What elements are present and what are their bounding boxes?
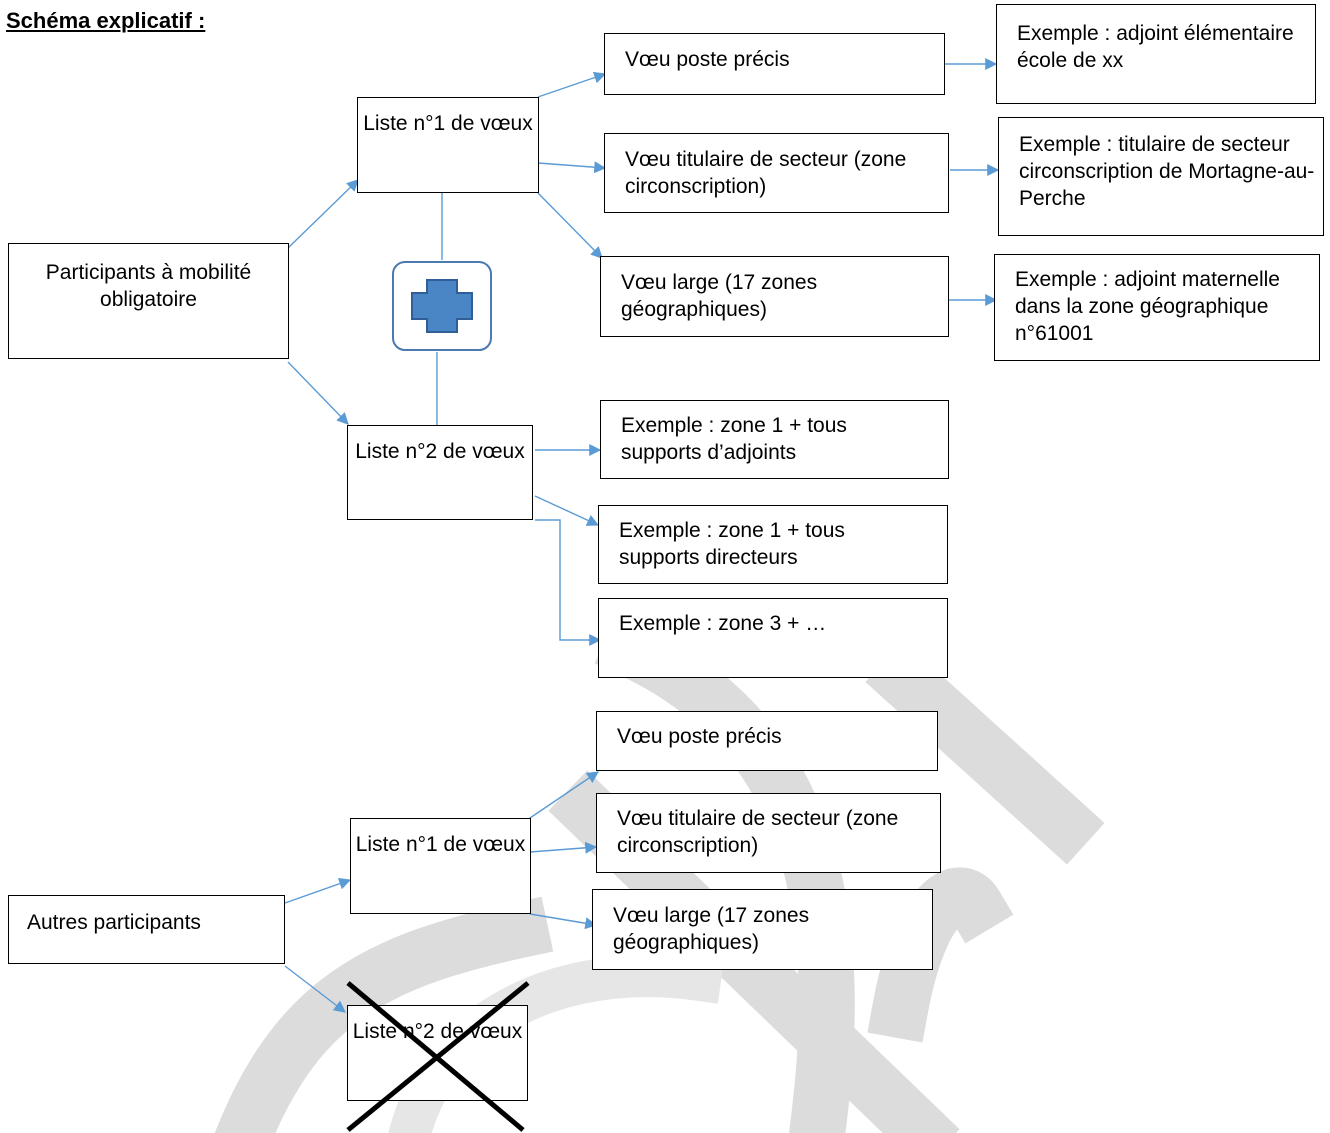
- example-zone3-box: Exemple : zone 3 + …: [598, 598, 948, 678]
- top-choice-poste-label: Vœu poste précis: [625, 48, 790, 71]
- example-adjoints-label: Exemple : zone 1 + tous supports d’adjoi…: [621, 414, 847, 464]
- example-directeurs-box: Exemple : zone 1 + tous supports directe…: [598, 505, 948, 584]
- example-zone3-label: Exemple : zone 3 + …: [619, 612, 827, 635]
- arrow-list1-to-secteur: [537, 161, 607, 174]
- arrow-participants-to-list2: [287, 361, 349, 425]
- example-large-label: Exemple : adjoint maternelle dans la zon…: [1015, 268, 1280, 345]
- plus-icon: [392, 261, 492, 351]
- bottom-choice-large-label: Vœu large (17 zones géographiques): [613, 904, 810, 954]
- bottom-choice-large-box: Vœu large (17 zones géographiques): [592, 889, 933, 970]
- top-choice-large-label: Vœu large (17 zones géographiques): [621, 271, 818, 321]
- example-secteur-label: Exemple : titulaire de secteur circonscr…: [1019, 133, 1315, 210]
- participants-mobilite-box: Participants à mobilité obligatoire: [8, 243, 289, 359]
- autres-participants-label: Autres participants: [27, 911, 201, 934]
- example-large-box: Exemple : adjoint maternelle dans la zon…: [994, 254, 1320, 361]
- arrow-autres-to-list2: [284, 965, 346, 1013]
- arrow-list1-to-poste: [537, 71, 607, 98]
- arrow-participants-to-list1: [287, 179, 359, 249]
- arrow-b-list1-to-secteur: [529, 841, 598, 854]
- example-adjoints-box: Exemple : zone 1 + tous supports d’adjoi…: [600, 400, 949, 479]
- arrow-b-list1-to-large: [529, 913, 598, 930]
- bottom-list1-label: Liste n°1 de vœux: [355, 833, 526, 856]
- top-list1-label: Liste n°1 de vœux: [363, 112, 533, 135]
- arrow-b-list1-to-poste: [526, 771, 599, 821]
- bottom-list2-crossed-box: Liste n°2 de vœux: [347, 1005, 528, 1101]
- top-list1-box: Liste n°1 de vœux: [357, 97, 539, 193]
- top-list2-label: Liste n°2 de vœux: [355, 440, 525, 463]
- bottom-list1-box: Liste n°1 de vœux: [350, 818, 531, 914]
- top-choice-poste-box: Vœu poste précis: [604, 33, 945, 95]
- participants-mobilite-label: Participants à mobilité obligatoire: [45, 261, 252, 311]
- example-directeurs-label: Exemple : zone 1 + tous supports directe…: [619, 519, 845, 569]
- watermark-band-5: [867, 867, 1014, 1043]
- bottom-choice-poste-label: Vœu poste précis: [617, 725, 782, 748]
- diagram-title: Schéma explicatif :: [6, 8, 206, 33]
- bottom-list2-crossed-label: Liste n°2 de vœux: [352, 1020, 523, 1043]
- top-list2-box: Liste n°2 de vœux: [347, 425, 533, 520]
- example-secteur-box: Exemple : titulaire de secteur circonscr…: [998, 117, 1324, 236]
- arrow-list1-to-large: [537, 192, 603, 259]
- example-poste-box: Exemple : adjoint élémentaire école de x…: [996, 4, 1316, 104]
- bottom-choice-poste-box: Vœu poste précis: [596, 711, 938, 771]
- example-poste-label: Exemple : adjoint élémentaire école de x…: [1017, 22, 1294, 72]
- arrow-list2-to-zone3: [535, 519, 602, 646]
- autres-participants-box: Autres participants: [8, 895, 285, 964]
- arrow-autres-to-list1: [284, 877, 352, 904]
- top-choice-secteur-box: Vœu titulaire de secteur (zone circonscr…: [604, 133, 949, 213]
- top-choice-secteur-label: Vœu titulaire de secteur (zone circonscr…: [625, 148, 907, 198]
- top-choice-large-box: Vœu large (17 zones géographiques): [600, 256, 949, 337]
- arrow-list2-to-directeurs: [534, 495, 600, 526]
- bottom-choice-secteur-box: Vœu titulaire de secteur (zone circonscr…: [596, 793, 941, 873]
- bottom-choice-secteur-label: Vœu titulaire de secteur (zone circonscr…: [617, 807, 899, 857]
- watermark-band-1: [865, 640, 1105, 865]
